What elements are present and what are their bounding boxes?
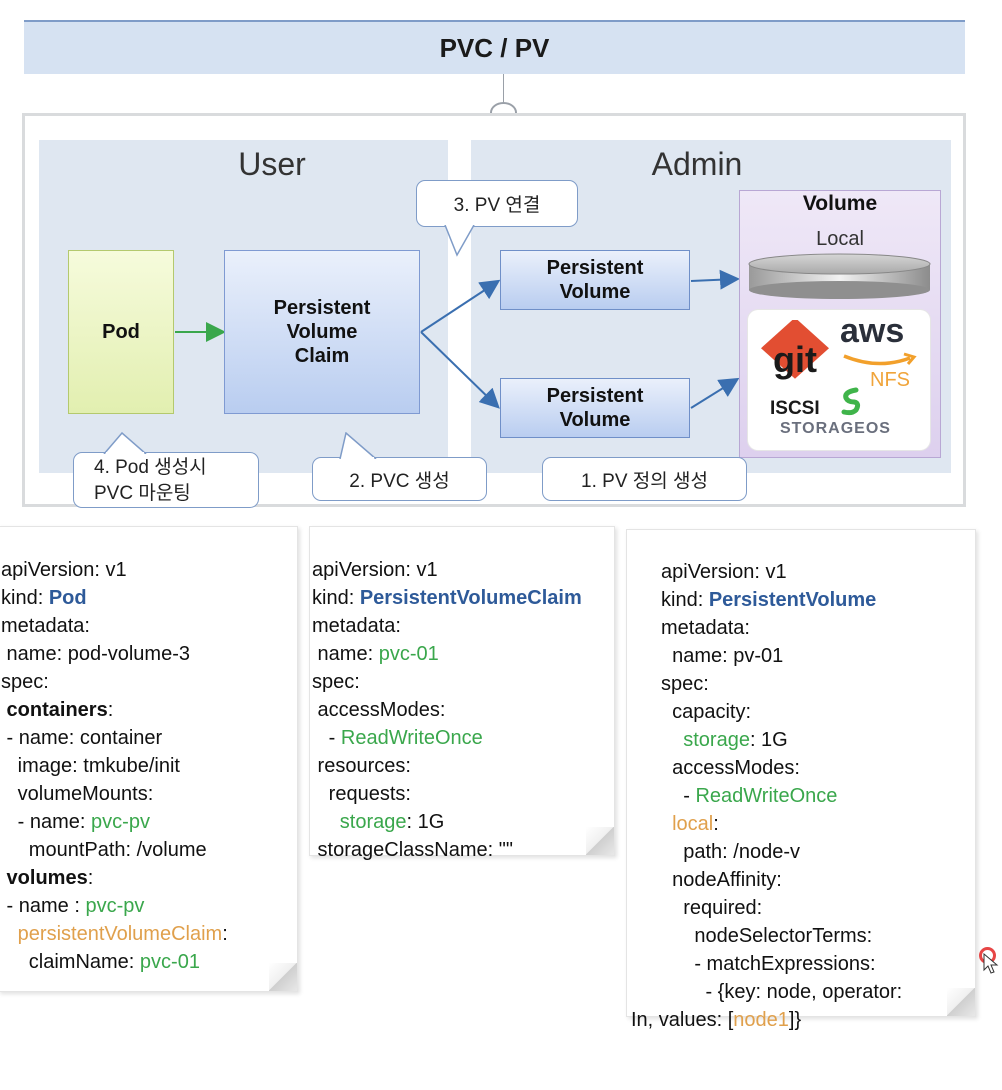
iscsi-label: ISCSI <box>770 398 820 419</box>
pod-yaml-line: - name: pvc-pv <box>1 811 150 833</box>
pv-yaml-line: name: pv-01 <box>661 645 784 667</box>
pvc-label-line-1: Persistent <box>273 297 371 319</box>
arrow-pvc-to-pv-top <box>420 279 501 333</box>
pv-yaml-line: - ReadWriteOnce <box>661 785 838 807</box>
callout-step-4-pointer <box>103 432 147 454</box>
pvc-yaml-line: metadata: <box>312 615 401 637</box>
pv-yaml-line: path: /node-v <box>661 841 800 863</box>
storageos-label: STORAGEOS <box>780 420 891 437</box>
callout-step-2-text: 2. PVC 생성 <box>349 470 450 492</box>
user-panel-label: User <box>238 146 306 182</box>
pv-yaml-line: accessModes: <box>661 757 800 779</box>
callout-step-3-text: 3. PV 연결 <box>453 195 541 216</box>
pod-yaml-note: apiVersion: v1 kind: Pod metadata: name: p… <box>0 526 298 992</box>
pv-yaml-line: - matchExpressions: <box>661 953 876 975</box>
pvc-yaml-line: - ReadWriteOnce <box>312 727 483 749</box>
pv-yaml-line: - {key: node, operator: <box>661 981 903 1003</box>
pv-yaml-line: storage: 1G <box>661 729 788 751</box>
pv-yaml-line: metadata: <box>661 617 750 639</box>
arrow-pv-top-to-volume <box>690 269 740 290</box>
pod-yaml-line: mountPath: /volume <box>1 839 207 861</box>
pv-top-label-line-1: Persistent <box>546 257 644 279</box>
aws-smile-icon <box>843 352 917 366</box>
pod-box: Pod <box>68 250 174 414</box>
admin-panel-label: Admin <box>651 146 743 182</box>
pod-yaml-line: - name : pvc-pv <box>1 895 145 917</box>
callout-step-2-pointer <box>339 432 377 459</box>
nfs-label: NFS <box>870 369 910 391</box>
pod-yaml-line: metadata: <box>1 615 90 637</box>
pv-yaml-line: apiVersion: v1 <box>661 561 787 583</box>
page-fold-corner <box>947 988 975 1016</box>
aws-logo-text: aws <box>840 312 905 350</box>
local-disk-icon <box>748 253 931 299</box>
arrow-pvc-to-pv-bottom <box>420 331 500 409</box>
pv-yaml-line: nodeAffinity: <box>661 869 782 891</box>
diagram-title: PVC / PV <box>24 20 965 74</box>
callout-step-4-line-2: PVC 마운팅 <box>94 483 191 504</box>
pv-yaml-line: capacity: <box>661 701 752 723</box>
pv-bottom-label-line-1: Persistent <box>546 385 644 407</box>
pod-yaml-line: containers: <box>1 699 114 721</box>
pv-bottom-label-line-2: Volume <box>559 409 631 431</box>
arrows-layer <box>175 269 740 409</box>
pod-yaml-line: claimName: pvc-01 <box>1 951 200 973</box>
volume-local-label: Local <box>816 228 864 250</box>
callout-step-4-line-1: 4. Pod 생성시 <box>94 457 207 478</box>
title-connector <box>503 74 504 104</box>
pod-yaml-line: kind: Pod <box>1 587 87 609</box>
pv-yaml-line: local: <box>661 813 719 835</box>
pvc-yaml-line: accessModes: <box>312 699 446 721</box>
pod-yaml-line: spec: <box>1 671 49 693</box>
pod-yaml-line: apiVersion: v1 <box>1 559 127 581</box>
pvc-label-line-2: Volume <box>286 321 358 343</box>
pv-yaml-note: apiVersion: v1 kind: PersistentVolume meta… <box>626 529 976 1031</box>
pod-yaml-line: volumeMounts: <box>1 783 154 805</box>
pvc-yaml-line: apiVersion: v1 <box>312 559 438 581</box>
arrow-pv-bottom-to-volume <box>690 377 740 409</box>
git-logo-text: git <box>773 339 817 380</box>
pv-yaml-line: spec: <box>661 673 709 695</box>
callout-step-4: 4. Pod 생성시 PVC 마운팅 <box>73 452 259 508</box>
page-fold-corner <box>586 827 614 855</box>
pvc-yaml-line: spec: <box>312 671 360 693</box>
callout-step-2: 2. PVC 생성 <box>312 457 487 501</box>
callout-step-1: 1. PV 정의 생성 <box>542 457 747 501</box>
pvc-yaml-line: kind: PersistentVolumeClaim <box>312 587 582 609</box>
callout-step-1-text: 1. PV 정의 생성 <box>581 470 708 492</box>
callout-step-3: 3. PV 연결 <box>416 180 578 227</box>
pod-yaml-line: name: pod-volume-3 <box>1 643 190 665</box>
pv-yaml-line: kind: PersistentVolume <box>661 589 877 611</box>
pv-yaml-line: required: <box>661 897 763 919</box>
pvc-yaml-line: name: pvc-01 <box>312 643 439 665</box>
callout-step-3-pointer <box>444 225 475 257</box>
pvc-yaml-note: apiVersion: v1 kind: PersistentVolumeClai… <box>309 526 615 861</box>
pv-box-top: Persistent Volume <box>500 250 690 310</box>
pvc-yaml-line: storage: 1G <box>312 811 445 833</box>
pvc-box: Persistent Volume Claim <box>224 250 420 414</box>
pod-yaml-line: image: tmkube/init <box>1 755 180 777</box>
volume-title: Volume <box>802 192 878 215</box>
pvc-label-line-3: Claim <box>294 345 350 367</box>
pod-yaml-line: persistentVolumeClaim: <box>1 923 228 945</box>
pv-yaml-line: In, values: [node1]} <box>631 1009 802 1031</box>
pv-box-bottom: Persistent Volume <box>500 378 690 438</box>
mouse-pointer-icon <box>983 953 999 974</box>
pod-yaml-line: volumes: <box>1 867 94 889</box>
page-fold-corner <box>269 963 297 991</box>
storageos-swirl-icon <box>841 387 861 416</box>
pv-yaml-line: nodeSelectorTerms: <box>661 925 873 947</box>
pvc-yaml-line: storageClassName: "" <box>312 839 513 861</box>
pvc-yaml-line: requests: <box>312 783 411 805</box>
pvc-yaml-line: resources: <box>312 755 411 777</box>
pod-label: Pod <box>102 320 140 343</box>
git-logo-icon: git <box>761 320 829 380</box>
pv-top-label-line-2: Volume <box>559 281 631 303</box>
pod-yaml-line: - name: container <box>1 727 163 749</box>
